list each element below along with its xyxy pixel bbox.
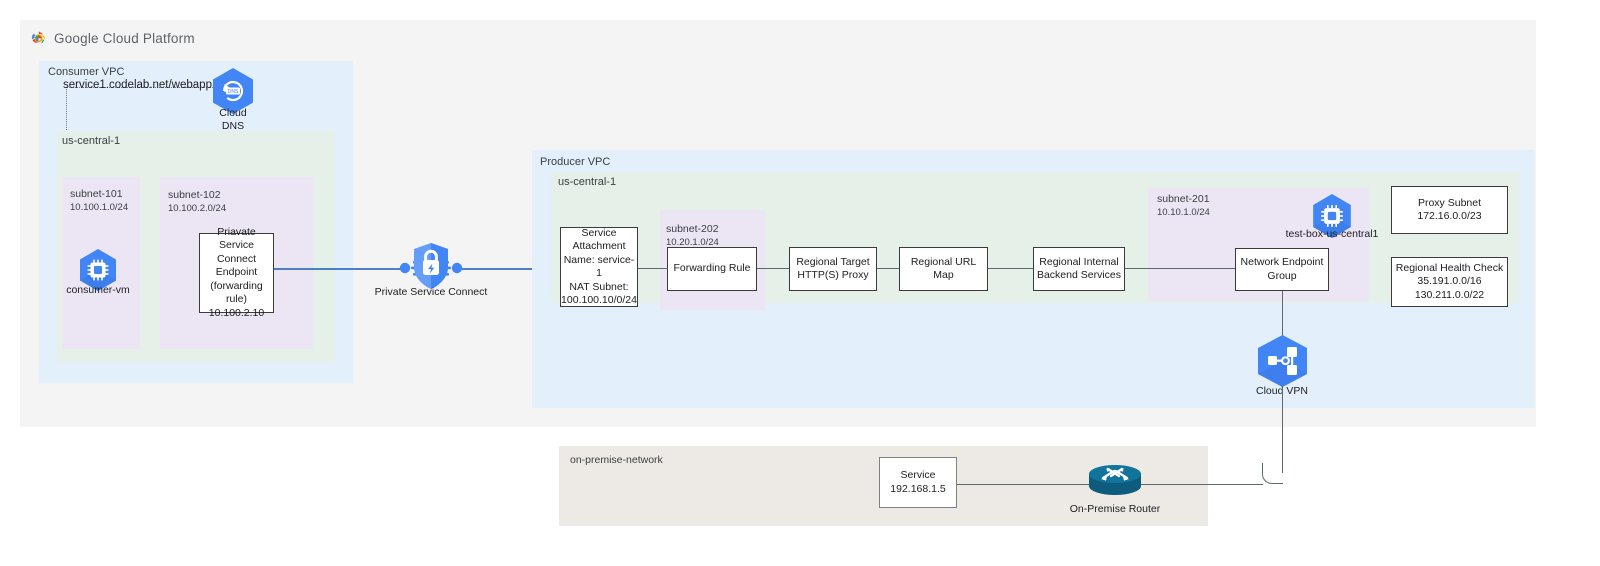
subnet-101-label: subnet-101 10.100.1.0/24 <box>70 188 128 214</box>
subnet-201-name: subnet-201 <box>1157 193 1210 205</box>
service-attachment-line3: Name: service-1 <box>563 253 635 280</box>
subnet-201-label: subnet-201 10.10.1.0/24 <box>1157 193 1210 219</box>
proxy-subnet-line1: Proxy Subnet <box>1417 196 1482 209</box>
connector-sa-to-fr <box>638 268 668 269</box>
proxy-subnet-box[interactable]: Proxy Subnet 172.16.0.0/23 <box>1391 186 1508 234</box>
consumer-vm-caption: consumer-vm <box>66 284 130 296</box>
psc-link-right <box>457 268 560 270</box>
producer-vpc-label: Producer VPC <box>540 156 611 168</box>
forwarding-rule-label: Forwarding Rule <box>673 262 751 275</box>
router-icon[interactable] <box>1086 462 1144 503</box>
neg-line1: Network Endpoint <box>1240 256 1324 268</box>
connector-vpn-to-onprem <box>1282 388 1283 473</box>
regional-health-check-box[interactable]: Regional Health Check 35.191.0.0/16 130.… <box>1391 257 1508 307</box>
service-attachment-line4: NAT Subnet: <box>569 280 629 293</box>
dns-dotted-path-to-icon <box>183 87 215 88</box>
cloud-vpn-caption: Cloud VPN <box>1256 385 1308 397</box>
regional-target-proxy-line1: Regional Target <box>796 255 870 268</box>
dns-dotted-path-top <box>66 87 186 88</box>
subnet-202-cidr: 10.20.1.0/24 <box>666 237 719 248</box>
cloud-dns-caption-line2: DNS <box>221 120 245 132</box>
subnet-202-label: subnet-202 10.20.1.0/24 <box>666 223 719 249</box>
consumer-vpc-label: Consumer VPC <box>48 66 125 78</box>
regional-backend-line1: Regional Internal <box>1039 255 1119 268</box>
connector-urlmap-to-backend <box>988 268 1033 269</box>
cloud-dns-caption-line1: Cloud <box>219 107 247 119</box>
cloud-dns-icon[interactable]: DNS <box>211 67 255 120</box>
psc-endpoint-line1: Priavate Service <box>217 225 256 252</box>
regional-backend-line2: Backend Services <box>1036 269 1122 281</box>
psc-endpoint-line2: Connect Endpoint <box>215 252 258 279</box>
health-check-line3: 130.211.0.0/22 <box>1414 288 1485 301</box>
brand-header: Google Cloud Platform <box>30 28 195 48</box>
on-premise-service-line2: 192.168.1.5 <box>890 482 946 495</box>
google-cloud-logo-icon <box>30 30 47 47</box>
subnet-101-cidr: 10.100.1.0/24 <box>70 202 129 213</box>
regional-url-map-box[interactable]: Regional URL Map <box>899 247 988 291</box>
subnet-102-label: subnet-102 10.100.2.0/24 <box>168 189 226 215</box>
connector-proxy-to-urlmap <box>877 268 899 269</box>
private-service-connect-caption: Private Service Connect <box>374 286 488 298</box>
subnet-201-cidr: 10.10.1.0/24 <box>1157 207 1210 218</box>
brand-title: Google Cloud Platform <box>54 30 195 46</box>
regional-backend-services-box[interactable]: Regional Internal Backend Services <box>1033 247 1125 291</box>
service-attachment-line5: 100.100.10/0/24 <box>561 294 637 306</box>
on-premise-network-label: on-premise-network <box>570 454 663 466</box>
psc-endpoint-line4: 10.100.2.10 <box>208 306 265 319</box>
regional-url-map-label: Regional URL Map <box>910 255 977 282</box>
psc-link-left <box>274 268 406 270</box>
connector-service-to-router <box>957 484 1091 485</box>
connector-neg-to-vpn <box>1282 291 1283 336</box>
test-box-compute-vm-icon[interactable] <box>1311 193 1353 244</box>
producer-region-label: us-central-1 <box>558 176 617 188</box>
health-check-line1: Regional Health Check <box>1395 261 1504 274</box>
subnet-101-name: subnet-101 <box>70 188 123 200</box>
on-premise-router-caption: On-Premise Router <box>1069 503 1161 515</box>
health-check-line2: 35.191.0.0/16 <box>1417 275 1482 288</box>
forwarding-rule-box[interactable]: Forwarding Rule <box>667 247 757 291</box>
connector-router-to-vpn-path <box>1140 484 1263 485</box>
test-box-caption: test-box-us-central1 <box>1285 228 1379 240</box>
regional-target-proxy-line2: HTTP(S) Proxy <box>797 269 869 281</box>
network-endpoint-group-box[interactable]: Network Endpoint Group <box>1235 248 1329 291</box>
psc-endpoint-box[interactable]: Priavate Service Connect Endpoint (forwa… <box>199 226 274 319</box>
service-attachment-line2: Attachment <box>572 240 626 252</box>
regional-target-proxy-box[interactable]: Regional Target HTTP(S) Proxy <box>789 247 877 291</box>
connector-vpn-elbow <box>1262 463 1283 484</box>
psc-endpoint-line3: (forwarding rule) <box>210 279 263 306</box>
subnet-202-name: subnet-202 <box>666 223 719 235</box>
connector-backend-to-neg <box>1125 268 1235 269</box>
cloud-vpn-icon[interactable] <box>1255 334 1310 393</box>
on-premise-service-box[interactable]: Service 192.168.1.5 <box>879 457 957 508</box>
service-attachment-line1: Service <box>581 226 617 239</box>
dns-record-label: service1.codelab.net/webapp <box>63 79 212 91</box>
private-service-connect-shield-lock-icon[interactable] <box>399 237 463 304</box>
subnet-102-name: subnet-102 <box>168 189 221 201</box>
neg-line2: Group <box>1267 269 1297 282</box>
svg-text:DNS: DNS <box>228 89 239 95</box>
cloud-dns-caption: Cloud DNS <box>189 107 277 133</box>
subnet-102-cidr: 10.100.2.0/24 <box>168 203 227 214</box>
service-attachment-box[interactable]: Service Attachment Name: service-1 NAT S… <box>560 227 638 307</box>
proxy-subnet-line2: 172.16.0.0/23 <box>1417 210 1482 222</box>
compute-vm-icon[interactable] <box>78 248 118 297</box>
connector-fr-to-proxy <box>757 268 789 269</box>
on-premise-service-line1: Service <box>900 469 936 481</box>
consumer-region-label: us-central-1 <box>62 135 121 147</box>
